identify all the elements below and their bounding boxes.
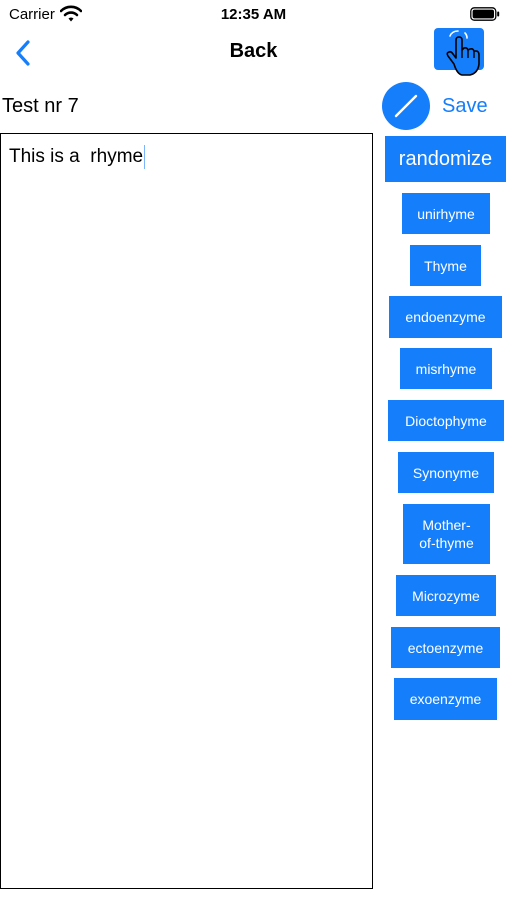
rhyme-suggestion-button[interactable]: Synonyme [398,452,494,493]
status-time: 12:35 AM [220,6,287,23]
rhyme-suggestion-button[interactable]: Mother- of-thyme [403,504,490,564]
editor-text: This is a rhyme [9,146,144,168]
nav-title[interactable]: Back [229,40,278,62]
randomize-button[interactable]: randomize [385,136,506,182]
pen-slash-icon [394,94,418,118]
text-caret [144,145,146,169]
hand-pointer-icon[interactable] [434,28,488,76]
carrier-label: Carrier [9,6,55,23]
battery-icon [470,7,500,21]
rhyme-text-area[interactable]: This is a rhyme [0,133,373,889]
save-button[interactable]: Save [442,95,488,117]
document-title: Test nr 7 [2,95,79,117]
rhyme-suggestion-button[interactable]: Dioctophyme [388,400,504,441]
wifi-icon [60,5,82,22]
chevron-left-icon[interactable] [12,38,34,68]
rhyme-suggestion-button[interactable]: misrhyme [400,348,492,389]
rhyme-suggestion-button[interactable]: Microzyme [396,575,496,616]
rhyme-suggestion-button[interactable]: Thyme [410,245,481,286]
rhyme-suggestion-button[interactable]: ectoenzyme [391,627,500,668]
edit-button[interactable] [382,82,430,130]
rhyme-suggestion-button[interactable]: exoenzyme [394,678,497,720]
rhyme-suggestion-button[interactable]: unirhyme [402,193,490,234]
rhyme-suggestion-button[interactable]: endoenzyme [389,296,502,338]
